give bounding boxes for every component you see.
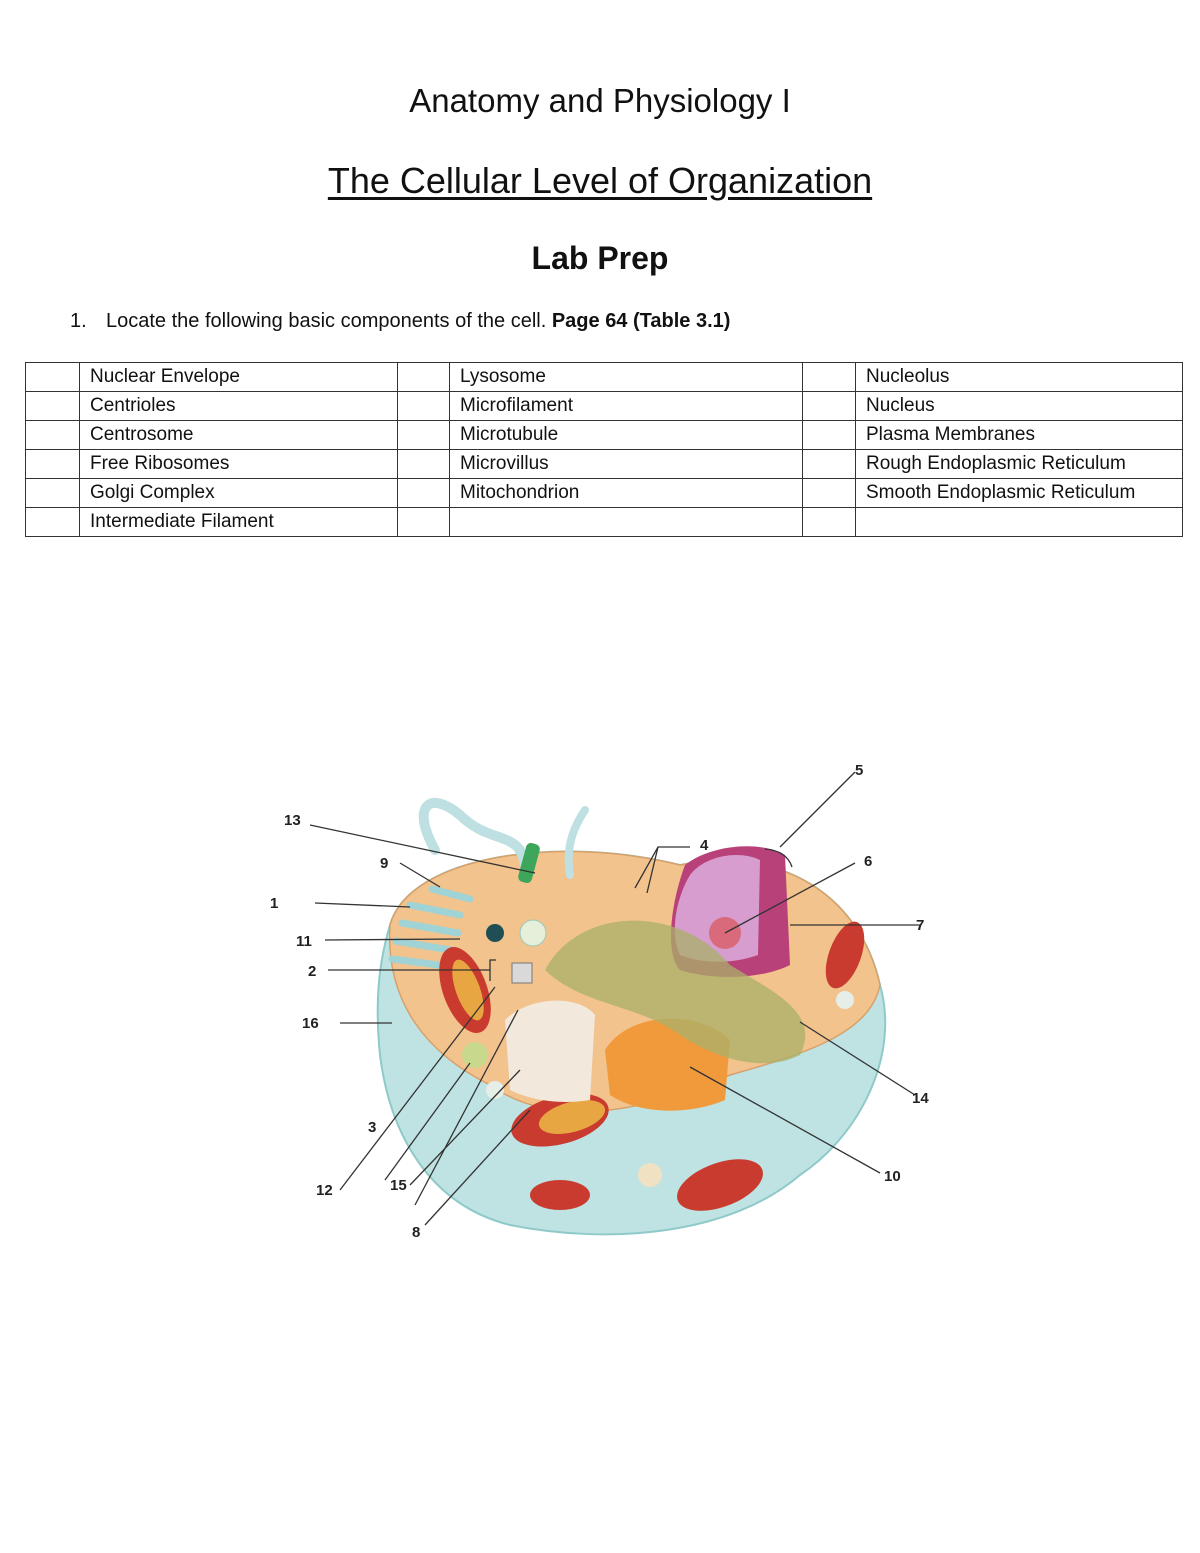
table-row: Nuclear Envelope Lysosome Nucleolus bbox=[25, 362, 1183, 392]
component-cell: Golgi Complex bbox=[79, 478, 398, 508]
answer-cell[interactable] bbox=[397, 362, 450, 392]
answer-cell[interactable] bbox=[397, 449, 450, 479]
diagram-label-4: 4 bbox=[700, 837, 709, 854]
component-cell: Free Ribosomes bbox=[79, 449, 398, 479]
components-table: Nuclear Envelope Lysosome Nucleolus Cent… bbox=[25, 362, 1183, 537]
diagram-label-8: 8 bbox=[412, 1224, 420, 1241]
answer-cell[interactable] bbox=[25, 362, 80, 392]
question-text: Locate the following basic components of… bbox=[106, 310, 552, 332]
question-1: 1. Locate the following basic components … bbox=[70, 310, 730, 333]
answer-cell[interactable] bbox=[25, 391, 80, 421]
section-title: Lab Prep bbox=[531, 240, 669, 276]
component-cell: Centrioles bbox=[79, 391, 398, 421]
answer-cell[interactable] bbox=[25, 420, 80, 450]
answer-cell[interactable] bbox=[25, 449, 80, 479]
question-reference: Page 64 (Table 3.1) bbox=[551, 310, 731, 332]
answer-cell[interactable] bbox=[397, 391, 450, 421]
component-cell: Lysosome bbox=[449, 362, 803, 392]
course-title: Anatomy and Physiology I bbox=[409, 82, 791, 119]
component-cell: Nucleus bbox=[855, 391, 1183, 421]
diagram-label-10: 10 bbox=[884, 1168, 901, 1185]
diagram-label-5: 5 bbox=[855, 762, 863, 779]
answer-cell[interactable] bbox=[802, 478, 856, 508]
diagram-label-16: 16 bbox=[302, 1015, 319, 1032]
component-cell: Mitochondrion bbox=[449, 478, 803, 508]
diagram-label-12: 12 bbox=[316, 1182, 333, 1199]
cell-diagram: 1 2 3 4 5 6 7 8 9 10 11 12 13 14 15 16 bbox=[270, 762, 929, 1241]
answer-cell[interactable] bbox=[397, 507, 450, 537]
component-cell: Centrosome bbox=[79, 420, 398, 450]
answer-cell[interactable] bbox=[802, 391, 856, 421]
question-number: 1. bbox=[70, 310, 87, 332]
table-row: Intermediate Filament bbox=[25, 507, 1183, 537]
diagram-label-15: 15 bbox=[390, 1177, 407, 1194]
table-row: Centrosome Microtubule Plasma Membranes bbox=[25, 420, 1183, 450]
chapter-title: The Cellular Level of Organization bbox=[327, 160, 873, 201]
component-cell: Intermediate Filament bbox=[79, 507, 398, 537]
component-cell bbox=[855, 507, 1183, 537]
answer-cell[interactable] bbox=[802, 449, 856, 479]
cell-illustration bbox=[376, 798, 887, 1236]
answer-cell[interactable] bbox=[802, 507, 856, 537]
diagram-label-1: 1 bbox=[270, 895, 278, 912]
diagram-label-14: 14 bbox=[912, 1090, 929, 1107]
component-cell: Plasma Membranes bbox=[855, 420, 1183, 450]
answer-cell[interactable] bbox=[25, 478, 80, 508]
answer-cell[interactable] bbox=[25, 507, 80, 537]
diagram-label-9: 9 bbox=[380, 855, 388, 872]
component-cell: Microfilament bbox=[449, 391, 803, 421]
diagram-label-6: 6 bbox=[864, 853, 872, 870]
table-row: Golgi Complex Mitochondrion Smooth Endop… bbox=[25, 478, 1183, 508]
diagram-label-13: 13 bbox=[284, 812, 301, 829]
component-cell: Smooth Endoplasmic Reticulum bbox=[855, 478, 1183, 508]
table-row: Free Ribosomes Microvillus Rough Endopla… bbox=[25, 449, 1183, 479]
answer-cell[interactable] bbox=[397, 420, 450, 450]
diagram-label-3: 3 bbox=[368, 1119, 376, 1136]
component-cell bbox=[449, 507, 803, 537]
answer-cell[interactable] bbox=[802, 420, 856, 450]
component-cell: Rough Endoplasmic Reticulum bbox=[855, 449, 1183, 479]
component-cell: Microtubule bbox=[449, 420, 803, 450]
answer-cell[interactable] bbox=[802, 362, 856, 392]
diagram-label-2: 2 bbox=[308, 963, 316, 980]
component-cell: Nucleolus bbox=[855, 362, 1183, 392]
leader-lines bbox=[309, 771, 920, 1226]
component-cell: Nuclear Envelope bbox=[79, 362, 398, 392]
table-row: Centrioles Microfilament Nucleus bbox=[25, 391, 1183, 421]
answer-cell[interactable] bbox=[397, 478, 450, 508]
diagram-label-11: 11 bbox=[296, 933, 312, 950]
component-cell: Microvillus bbox=[449, 449, 803, 479]
diagram-label-7: 7 bbox=[916, 917, 924, 934]
